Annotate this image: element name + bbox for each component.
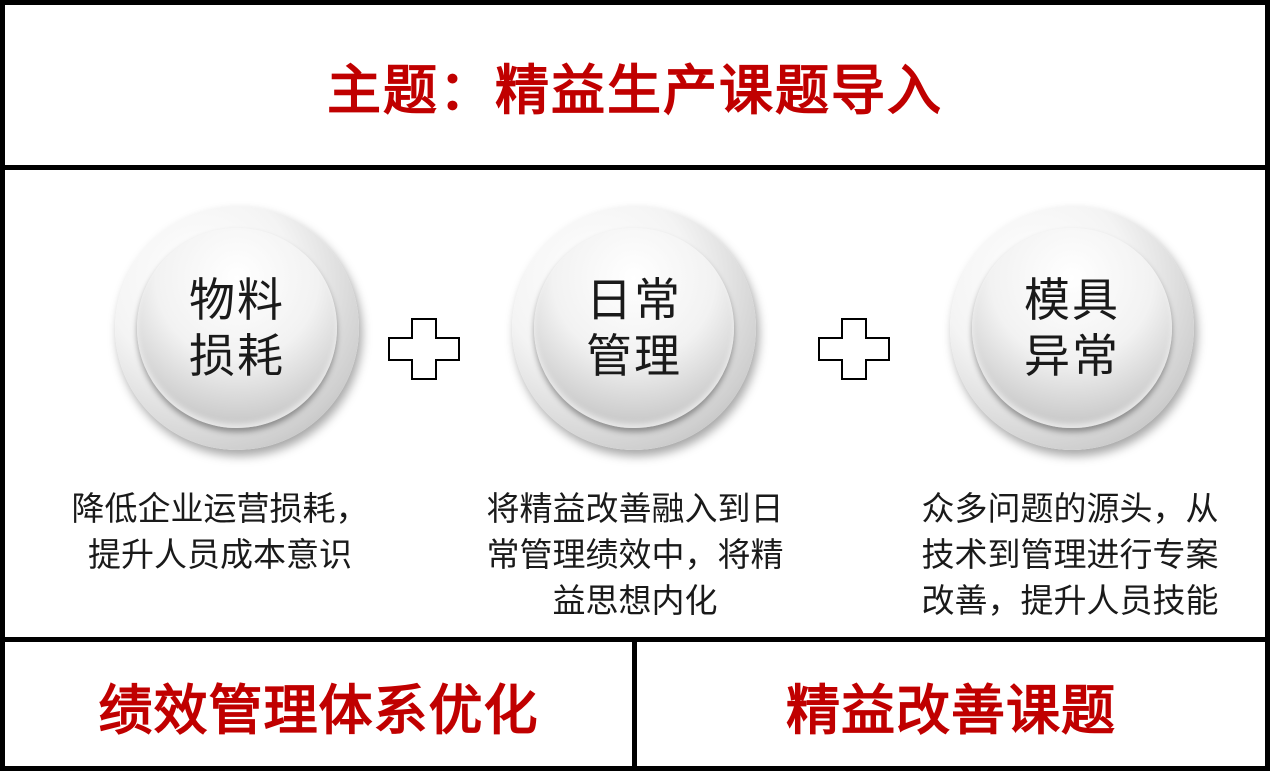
plus-icon — [388, 318, 460, 380]
page-title: 主题：精益生产课题导入 — [327, 59, 943, 122]
circle-label-line-1: 日常 — [586, 273, 682, 327]
divider-top — [0, 165, 1270, 170]
circle-label-line-2: 损耗 — [189, 329, 285, 383]
plus-icon — [818, 318, 890, 380]
circle-daily-management: 日常 管理 — [512, 206, 756, 450]
desc-line: 改善，提升人员技能 — [921, 581, 1219, 620]
desc-line: 常管理绩效中，将精 — [486, 535, 784, 574]
circle-label-line-2: 异常 — [1024, 329, 1120, 383]
circle-label-line-2: 管理 — [586, 329, 682, 383]
desc-material-loss: 降低企业运营损耗， 提升人员成本意识 — [30, 486, 410, 578]
desc-line: 将精益改善融入到日 — [486, 489, 784, 528]
bottom-label-lean-projects: 精益改善课题 — [786, 679, 1116, 742]
desc-daily-management: 将精益改善融入到日 常管理绩效中，将精 益思想内化 — [445, 486, 825, 624]
desc-line: 益思想内化 — [552, 581, 718, 620]
circle-face: 物料 损耗 — [137, 228, 337, 428]
desc-mold-abnormality: 众多问题的源头，从 技术到管理进行专案 改善，提升人员技能 — [880, 486, 1260, 624]
desc-line: 降低企业运营损耗， — [71, 489, 369, 528]
circle-label-line-1: 物料 — [189, 273, 285, 327]
divider-bottom — [0, 637, 1270, 642]
circle-material-loss: 物料 损耗 — [115, 206, 359, 450]
circle-label-line-1: 模具 — [1024, 273, 1120, 327]
desc-line: 众多问题的源头，从 — [921, 489, 1219, 528]
circle-mold-abnormality: 模具 异常 — [950, 206, 1194, 450]
desc-line: 技术到管理进行专案 — [921, 535, 1219, 574]
circle-face: 日常 管理 — [534, 228, 734, 428]
desc-line: 提升人员成本意识 — [88, 535, 352, 574]
circle-face: 模具 异常 — [972, 228, 1172, 428]
divider-vertical — [632, 640, 637, 771]
bottom-label-performance: 绩效管理体系优化 — [98, 679, 539, 742]
